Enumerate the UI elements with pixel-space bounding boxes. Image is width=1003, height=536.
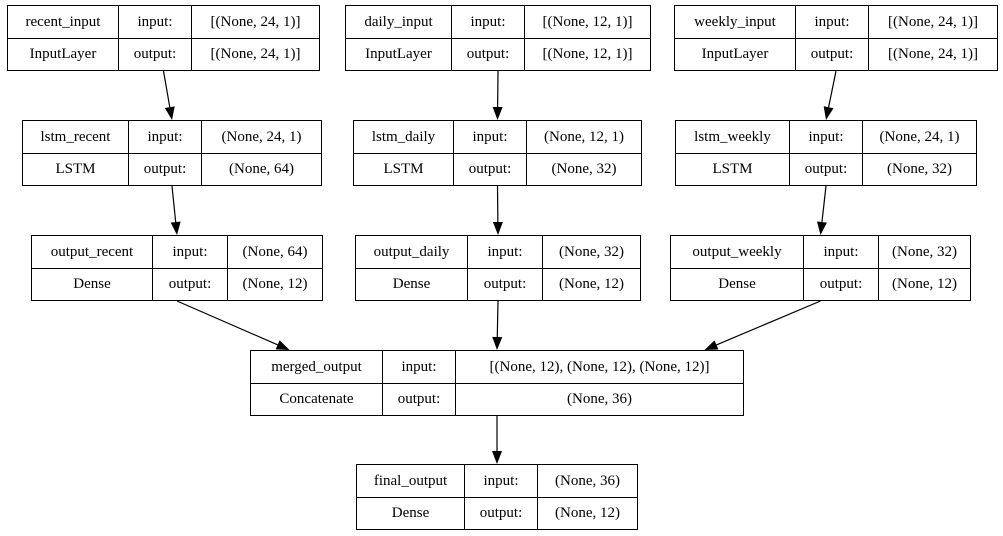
input-shape: (None, 36)	[537, 465, 637, 497]
node-type: Dense	[357, 497, 464, 529]
output-shape: (None, 12)	[542, 268, 640, 300]
node-final-output: final_output input: (None, 36) Dense out…	[356, 464, 638, 530]
arrowhead-icon	[492, 336, 503, 350]
edge-output_daily-to-merged_output	[496, 300, 499, 338]
edge-lstm_weekly-to-output_weekly	[821, 185, 827, 223]
arrowhead-icon	[704, 340, 719, 350]
arrowhead-icon	[492, 221, 503, 235]
edge-weekly_input-to-lstm_weekly	[828, 70, 837, 108]
node-name: lstm_recent	[40, 128, 111, 145]
output-shape: (None, 32)	[862, 153, 976, 185]
input-label: input:	[467, 236, 542, 268]
node-output-weekly: output_weekly input: (None, 32) Dense ou…	[670, 235, 971, 301]
input-label: input:	[795, 6, 868, 38]
output-label: output:	[128, 153, 201, 185]
output-shape: (None, 12)	[227, 268, 322, 300]
input-shape: [(None, 24, 1)]	[191, 6, 319, 38]
arrowhead-icon	[164, 106, 175, 120]
input-shape: [(None, 24, 1)]	[868, 6, 997, 38]
input-label: input:	[382, 351, 455, 383]
arrowhead-icon	[816, 221, 827, 235]
arrowhead-icon	[170, 221, 181, 235]
input-label: input:	[453, 121, 526, 153]
input-label: input:	[128, 121, 201, 153]
output-label: output:	[118, 38, 191, 70]
arrowhead-icon	[823, 106, 834, 120]
output-label: output:	[453, 153, 526, 185]
edge-output_recent-to-merged_output	[176, 300, 278, 346]
edge-lstm_recent-to-output_recent	[171, 185, 177, 223]
input-shape: [(None, 12, 1)]	[524, 6, 650, 38]
node-output-recent: output_recent input: (None, 64) Dense ou…	[31, 235, 323, 301]
output-label: output:	[464, 497, 537, 529]
output-shape: [(None, 12, 1)]	[524, 38, 650, 70]
output-label: output:	[467, 268, 542, 300]
node-name: daily_input	[364, 13, 433, 30]
edge-output_weekly-to-merged_output	[716, 300, 821, 346]
node-type: LSTM	[354, 153, 453, 185]
output-label: output:	[451, 38, 524, 70]
arrowhead-icon	[492, 106, 503, 120]
node-lstm-daily: lstm_daily input: (None, 12, 1) LSTM out…	[353, 120, 642, 186]
node-lstm-recent: lstm_recent input: (None, 24, 1) LSTM ou…	[22, 120, 322, 186]
node-output-daily: output_daily input: (None, 32) Dense out…	[355, 235, 641, 301]
input-shape: [(None, 12), (None, 12), (None, 12)]	[455, 351, 743, 383]
node-name: weekly_input	[694, 13, 776, 30]
node-recent-input: recent_input input: [(None, 24, 1)] Inpu…	[7, 5, 320, 71]
arrowhead-icon	[492, 451, 502, 464]
output-label: output:	[152, 268, 227, 300]
output-label: output:	[789, 153, 862, 185]
output-shape: (None, 64)	[201, 153, 321, 185]
node-name: output_daily	[373, 243, 450, 260]
output-shape: [(None, 24, 1)]	[191, 38, 319, 70]
node-name: output_recent	[50, 243, 134, 260]
node-weekly-input: weekly_input input: [(None, 24, 1)] Inpu…	[674, 5, 998, 71]
node-type: Dense	[32, 268, 152, 300]
input-label: input:	[789, 121, 862, 153]
input-shape: (None, 24, 1)	[862, 121, 976, 153]
node-lstm-weekly: lstm_weekly input: (None, 24, 1) LSTM ou…	[675, 120, 977, 186]
input-shape: (None, 24, 1)	[201, 121, 321, 153]
output-shape: (None, 12)	[537, 497, 637, 529]
arrowhead-icon	[275, 340, 290, 350]
input-label: input:	[451, 6, 524, 38]
output-shape: (None, 36)	[455, 383, 743, 415]
input-shape: (None, 64)	[227, 236, 322, 268]
output-label: output:	[795, 38, 868, 70]
input-shape: (None, 32)	[878, 236, 970, 268]
input-label: input:	[464, 465, 537, 497]
output-shape: (None, 12)	[878, 268, 970, 300]
node-type: InputLayer	[346, 38, 451, 70]
input-label: input:	[803, 236, 878, 268]
node-name: recent_input	[25, 13, 101, 30]
input-label: input:	[118, 6, 191, 38]
input-shape: (None, 12, 1)	[526, 121, 641, 153]
node-type: InputLayer	[8, 38, 118, 70]
node-name: output_weekly	[692, 243, 782, 260]
input-label: input:	[152, 236, 227, 268]
node-type: InputLayer	[675, 38, 795, 70]
node-type: LSTM	[676, 153, 789, 185]
output-shape: (None, 32)	[526, 153, 641, 185]
edge-recent_input-to-lstm_recent	[162, 70, 171, 108]
input-shape: (None, 32)	[542, 236, 640, 268]
node-merged-output: merged_output input: [(None, 12), (None,…	[250, 350, 744, 416]
node-type: Dense	[671, 268, 803, 300]
node-type: Concatenate	[251, 383, 382, 415]
node-type: LSTM	[23, 153, 128, 185]
output-label: output:	[382, 383, 455, 415]
node-type: Dense	[356, 268, 467, 300]
node-name: final_output	[373, 472, 448, 489]
node-daily-input: daily_input input: [(None, 12, 1)] Input…	[345, 5, 651, 71]
node-name: lstm_daily	[371, 128, 436, 145]
output-label: output:	[803, 268, 878, 300]
output-shape: [(None, 24, 1)]	[868, 38, 997, 70]
node-name: merged_output	[271, 358, 362, 375]
node-name: lstm_weekly	[694, 128, 771, 145]
